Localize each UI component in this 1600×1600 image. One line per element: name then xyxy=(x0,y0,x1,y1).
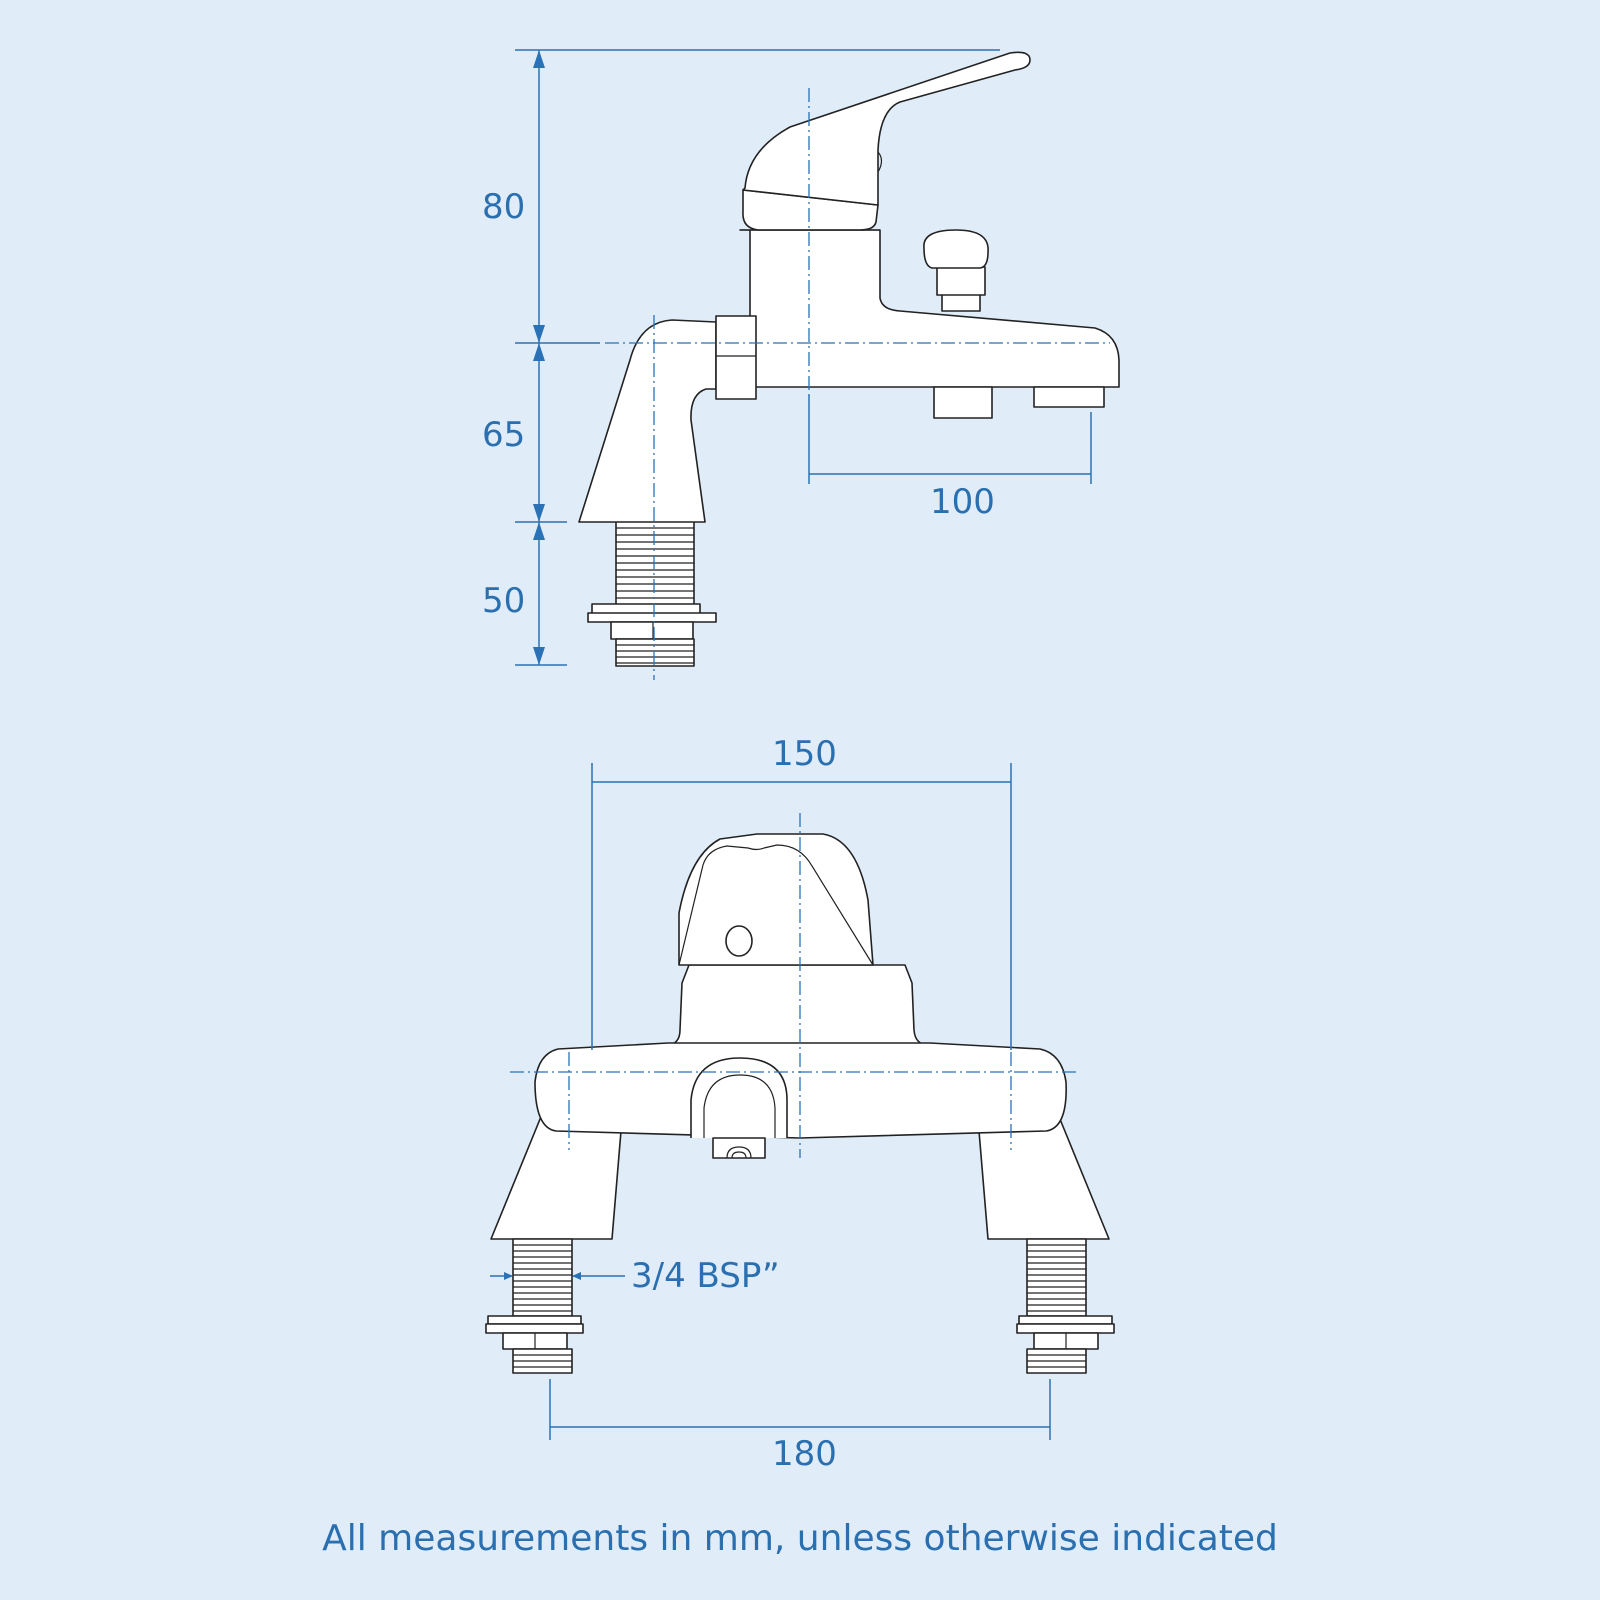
front-lever-handle xyxy=(678,833,874,966)
front-thread-right xyxy=(1016,1238,1115,1374)
side-lever-handle xyxy=(742,51,1031,206)
front-thread-left xyxy=(485,1238,584,1374)
measurement-footnote: All measurements in mm, unless otherwise… xyxy=(322,1518,1278,1559)
front-spout-arch xyxy=(690,1057,788,1138)
side-outlet-2 xyxy=(1033,386,1105,408)
side-thread-shank xyxy=(587,520,717,667)
dimension-label-65: 65 xyxy=(482,415,525,455)
side-vertical-dimension xyxy=(515,49,1000,666)
diverter-knob xyxy=(923,229,989,312)
dimension-label-150: 150 xyxy=(772,734,837,774)
dimension-label-180: 180 xyxy=(772,1434,837,1474)
front-center-distance-dimension xyxy=(549,1379,1051,1440)
side-leg xyxy=(578,319,717,523)
dimension-label-80: 80 xyxy=(482,187,525,227)
side-reach-dimension xyxy=(808,395,1092,484)
front-outlet xyxy=(712,1137,766,1159)
front-lever-screw xyxy=(725,925,753,957)
thread-size-callout xyxy=(490,1272,625,1280)
side-body xyxy=(739,229,1120,388)
dimension-label-50: 50 xyxy=(482,581,525,621)
side-view: 80 65 50 100 xyxy=(482,49,1120,680)
dimension-label-100: 100 xyxy=(930,482,995,522)
side-outlet-1 xyxy=(933,386,993,419)
front-neck xyxy=(664,964,931,1047)
front-width-dimension xyxy=(591,763,1012,1050)
front-view: 150 180 3/4 BSP” xyxy=(485,734,1115,1474)
side-nut xyxy=(715,315,757,400)
thread-size-label: 3/4 BSP” xyxy=(631,1256,780,1296)
